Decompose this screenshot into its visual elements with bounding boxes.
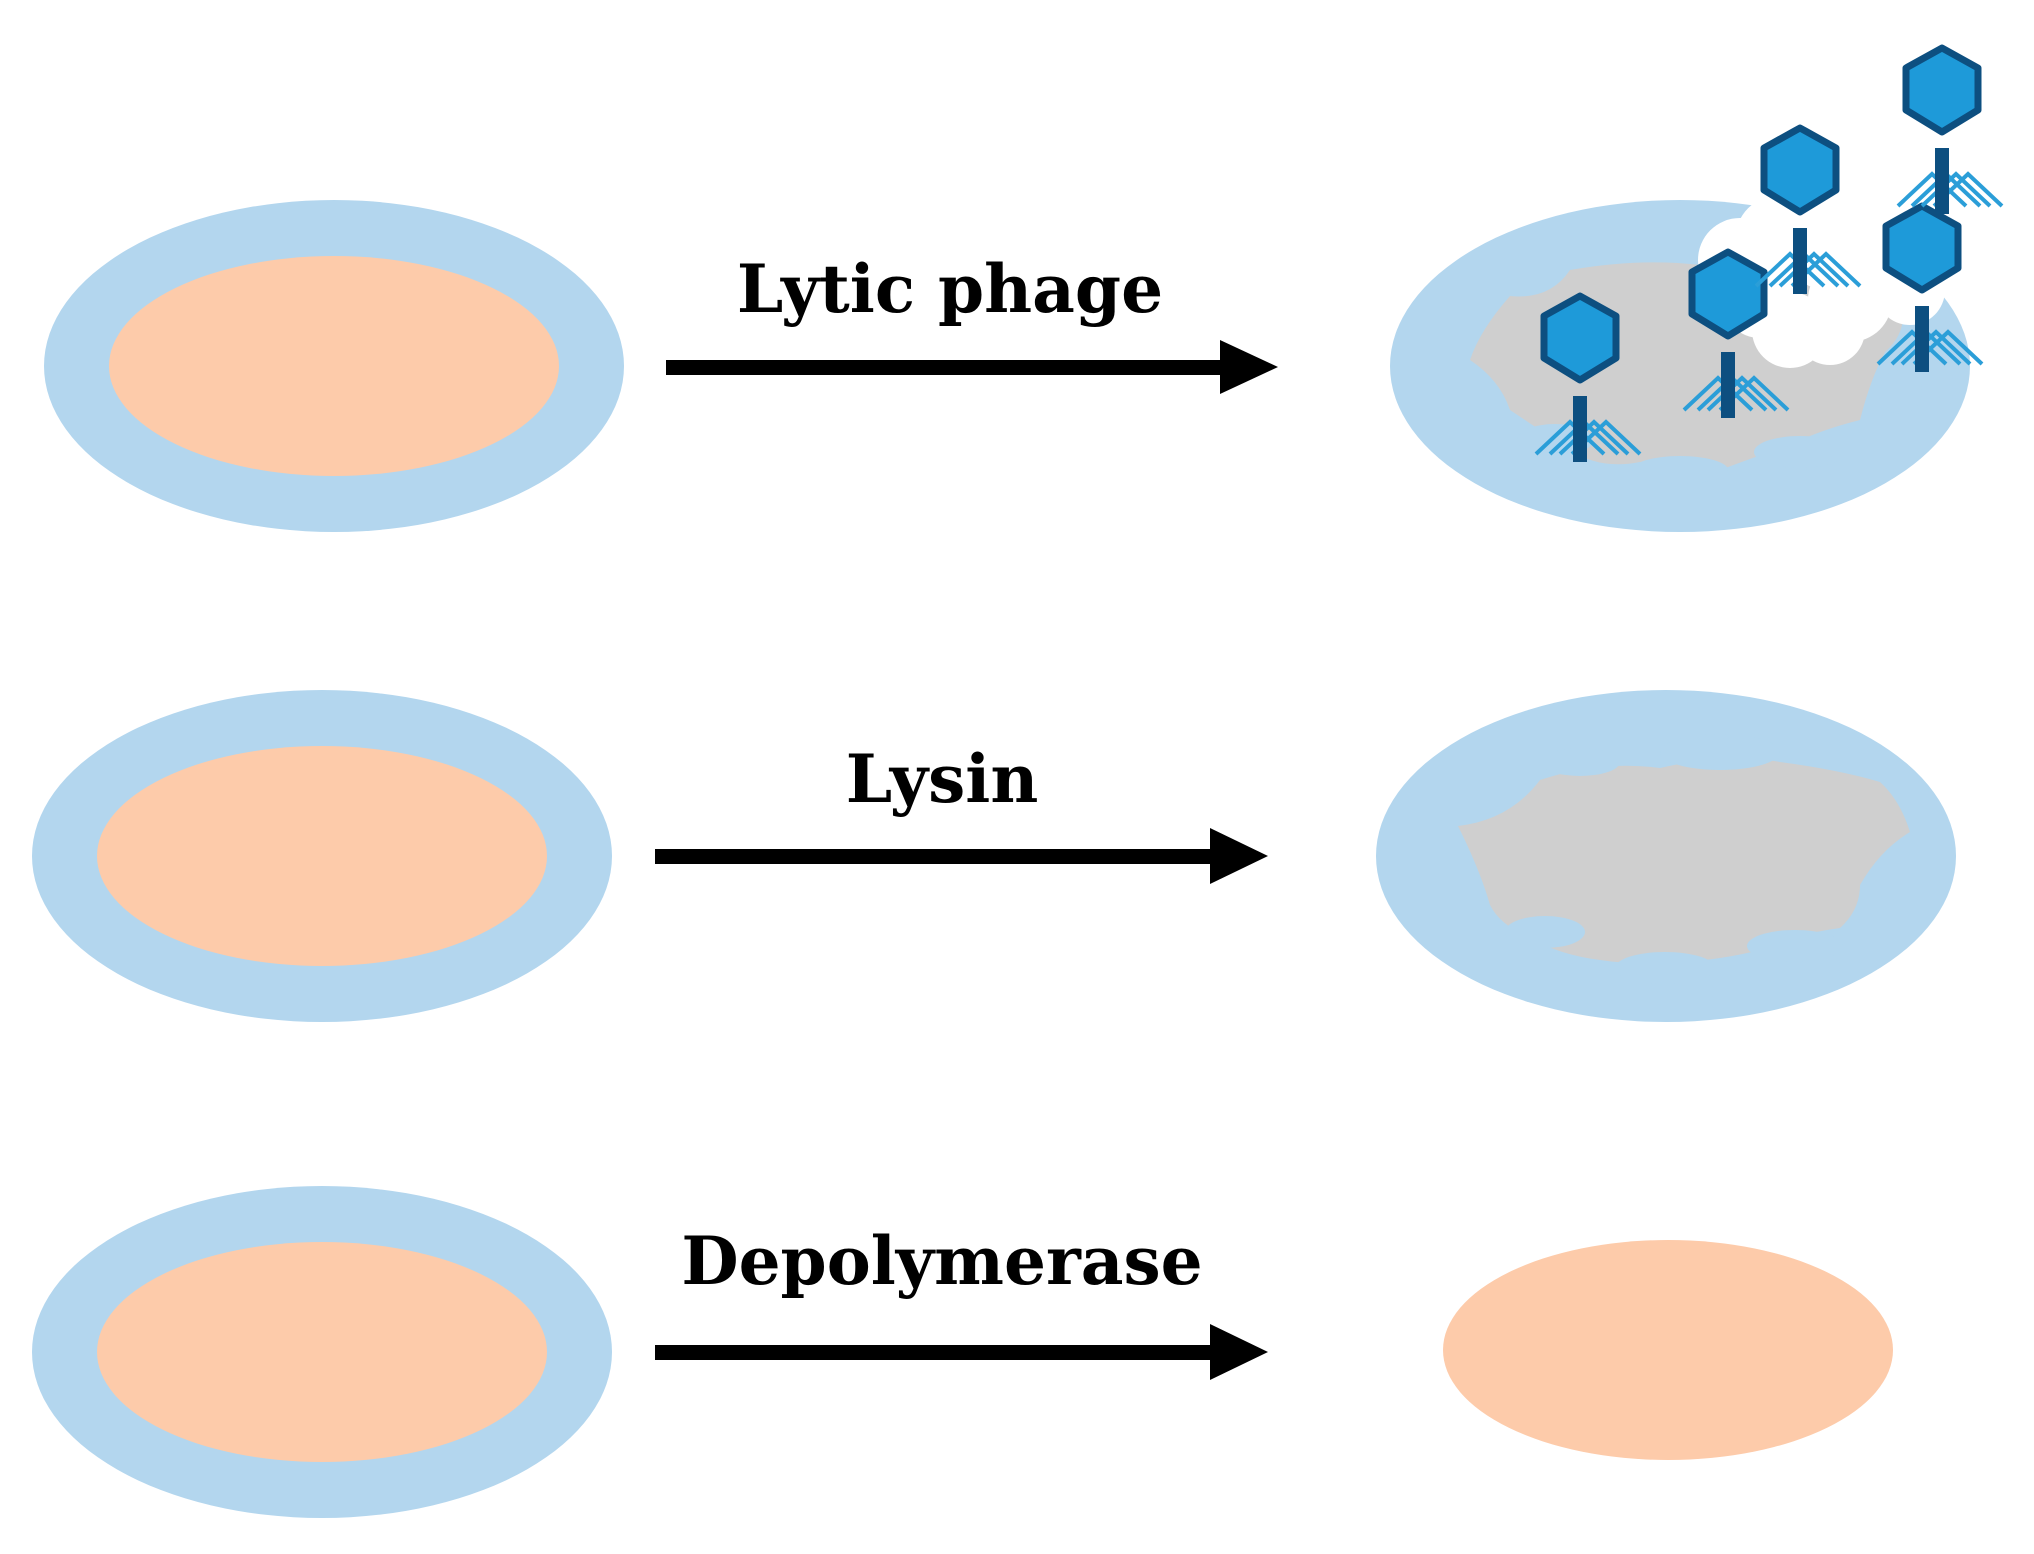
arrow-right-3 (655, 1324, 1268, 1380)
label-lytic-phage: Lytic phage (737, 250, 1163, 328)
arrow-right-1 (666, 340, 1278, 394)
row-depolymerase: Depolymerase (32, 1186, 1893, 1518)
lysed-bacterium-lysin (1376, 690, 1956, 1022)
label-lysin: Lysin (846, 740, 1039, 818)
row-lysin: Lysin (32, 690, 1956, 1022)
phage-icon-5 (1898, 48, 2002, 214)
intact-bacterium-2 (32, 690, 612, 1022)
intact-bacterium-1 (44, 200, 624, 532)
intact-bacterium-3 (32, 1186, 612, 1518)
label-depolymerase: Depolymerase (681, 1222, 1202, 1300)
arrow-right-2 (655, 828, 1268, 884)
row-lytic-phage: Lytic phage (44, 48, 2002, 532)
decapsulated-bacterium (1443, 1240, 1893, 1460)
